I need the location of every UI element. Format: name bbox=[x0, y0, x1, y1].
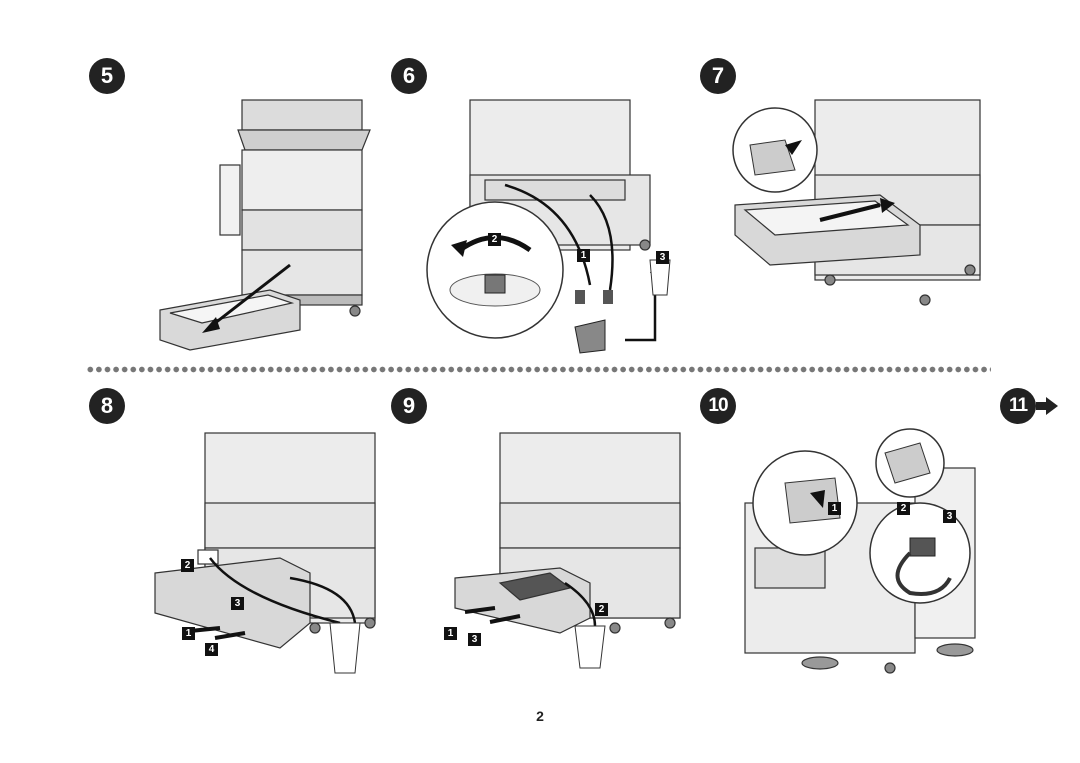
step-6-badge: 6 bbox=[391, 58, 427, 94]
step-11-badge: 11 bbox=[1000, 388, 1036, 424]
step-8-badge: 8 bbox=[89, 388, 125, 424]
callout-9-2: 2 bbox=[595, 603, 608, 616]
page-number: 2 bbox=[536, 708, 544, 724]
callout-9-3: 3 bbox=[468, 633, 481, 646]
illustration-step-5 bbox=[159, 99, 371, 351]
callout-6-2: 2 bbox=[488, 233, 501, 246]
step-7-badge: 7 bbox=[700, 58, 736, 94]
callout-8-1: 1 bbox=[182, 627, 195, 640]
callout-10-2: 2 bbox=[897, 502, 910, 515]
step-5-badge: 5 bbox=[89, 58, 125, 94]
illustration-step-6 bbox=[426, 99, 671, 354]
magnified-screw-circle bbox=[426, 201, 564, 339]
callout-10-3: 3 bbox=[943, 510, 956, 523]
callout-8-2: 2 bbox=[181, 559, 194, 572]
callout-8-3: 3 bbox=[231, 597, 244, 610]
right-arrow-icon bbox=[1036, 397, 1058, 415]
callout-9-1: 1 bbox=[444, 627, 457, 640]
illustration-step-8 bbox=[154, 432, 376, 674]
callout-6-1: 1 bbox=[577, 249, 590, 262]
callout-8-4: 4 bbox=[205, 643, 218, 656]
illustration-step-7 bbox=[732, 99, 981, 306]
callout-10-1: 1 bbox=[828, 502, 841, 515]
illustration-step-9 bbox=[454, 432, 681, 669]
section-divider bbox=[86, 366, 991, 373]
step-10-badge: 10 bbox=[700, 388, 736, 424]
next-step-indicator: 11 bbox=[1000, 388, 1058, 424]
illustration-step-10 bbox=[744, 428, 976, 674]
step-9-badge: 9 bbox=[391, 388, 427, 424]
callout-6-3: 3 bbox=[656, 251, 669, 264]
